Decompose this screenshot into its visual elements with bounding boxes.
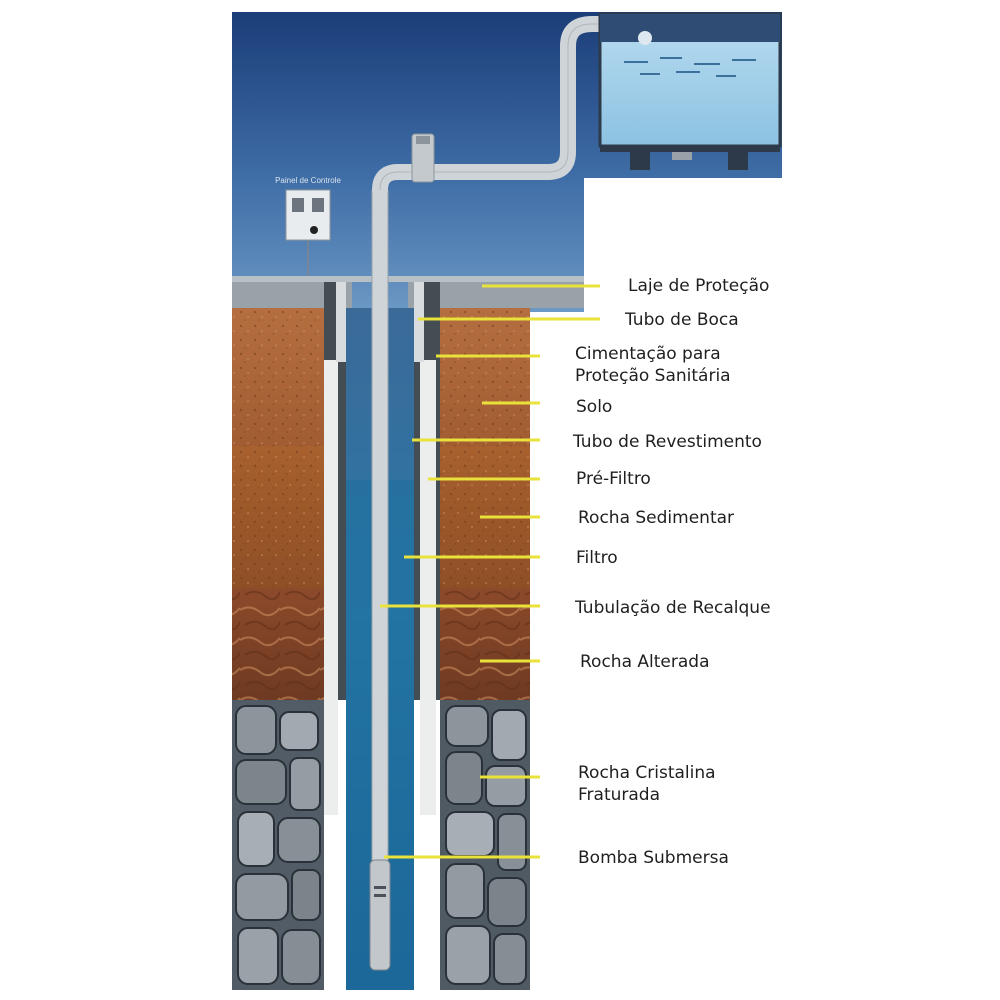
control-panel — [285, 189, 331, 276]
label-bomba-submersa: Bomba Submersa — [578, 848, 729, 868]
label-pre-filtro: Pré-Filtro — [576, 469, 651, 489]
label-rocha-sedimentar: Rocha Sedimentar — [578, 508, 735, 528]
surface-cutout — [584, 178, 782, 312]
protection-slab — [232, 276, 584, 308]
label-tubo-boca: Tubo de Boca — [625, 310, 739, 330]
label-filtro: Filtro — [576, 548, 618, 568]
label-solo: Solo — [576, 397, 613, 417]
leader-lines — [380, 284, 600, 859]
label-tubo-revestimento: Tubo de Revestimento — [573, 432, 762, 452]
mouth-tube-right — [414, 282, 424, 362]
control-panel-title: Painel de Controle — [275, 176, 341, 185]
casing-left — [324, 360, 338, 815]
delivery-pipe — [371, 16, 612, 967]
label-tubulacao: Tubulação de Recalque — [575, 598, 771, 618]
label-cimentacao: Cimentação para Proteção Sanitária — [575, 344, 731, 386]
mouth-tube-left — [336, 282, 346, 362]
water-tank — [598, 12, 782, 170]
casing-right — [420, 360, 436, 815]
label-rocha-alterada: Rocha Alterada — [580, 652, 710, 672]
submersible-pump — [369, 859, 391, 971]
label-rocha-cristalina: Rocha Cristalina Fraturada — [578, 763, 716, 805]
label-laje-protecao: Laje de Proteção — [628, 276, 770, 296]
crystalline-rock-blocks — [235, 705, 527, 985]
